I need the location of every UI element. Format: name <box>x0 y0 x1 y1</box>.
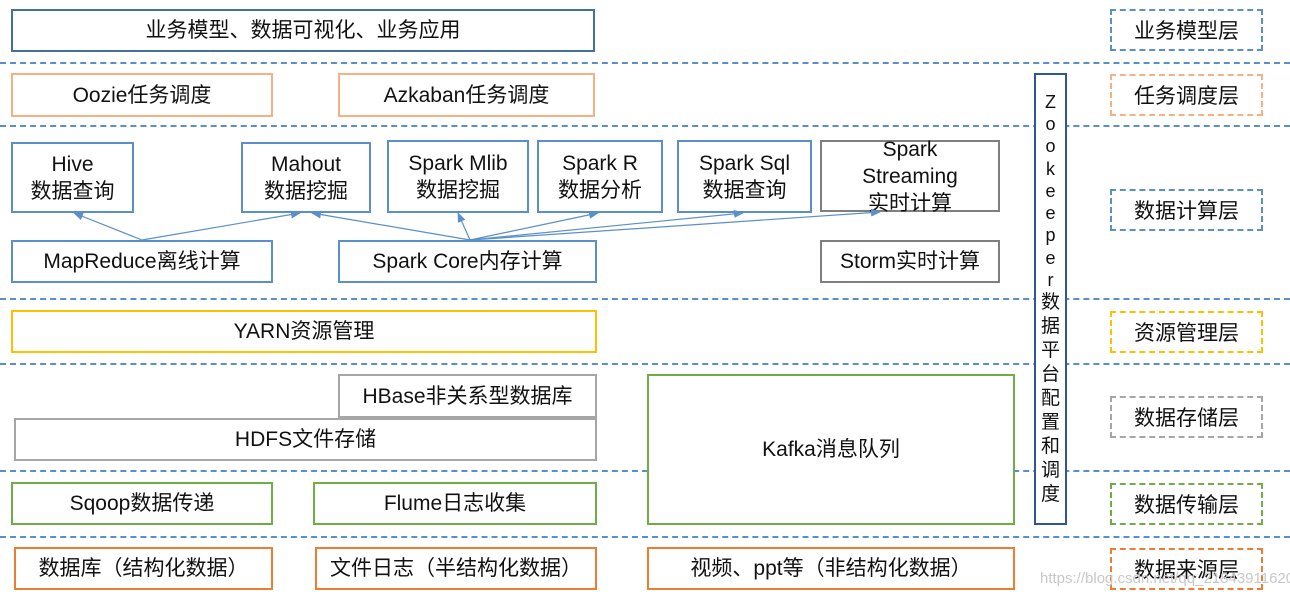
layer-separator <box>0 536 1290 538</box>
hbase-label: HBase非关系型数据库 <box>362 384 573 408</box>
spark-sql-role: 数据查询 <box>702 178 787 202</box>
layer-separator <box>0 470 1290 472</box>
layer-label-storage-text: 数据存储层 <box>1134 407 1239 430</box>
zookeeper-bar: Z o o k e e p e r 数 据 平 台 配 置 和 调 度 <box>1034 73 1067 525</box>
spark-r-box: Spark R 数据分析 <box>537 140 663 213</box>
zookeeper-letter: e <box>1045 203 1056 224</box>
kafka-box: Kafka消息队列 <box>647 374 1015 525</box>
layer-separator <box>0 62 1290 64</box>
arrow-sparkcore-streaming <box>469 208 881 241</box>
yarn-box: YARN资源管理 <box>11 310 597 353</box>
arrow-sparkcore-mahout <box>311 210 471 241</box>
arrow-mapreduce-mahout <box>141 210 301 241</box>
layer-separator <box>0 125 1290 127</box>
hbase-box: HBase非关系型数据库 <box>338 374 597 418</box>
business-application-box: 业务模型、数据可视化、业务应用 <box>11 9 595 52</box>
layer-separator <box>0 363 1290 365</box>
zookeeper-char: 台 <box>1040 364 1060 386</box>
spark-r-role: 数据分析 <box>558 178 642 202</box>
layer-label-compute: 数据计算层 <box>1110 189 1263 231</box>
storm-label: Storm实时计算 <box>839 250 980 273</box>
arrow-sparkcore-sparksql <box>469 209 744 241</box>
zookeeper-char: 平 <box>1040 340 1060 362</box>
spark-mlib-name: Spark Mlib <box>408 151 508 175</box>
spark-streaming-box: Spark Streaming 实时计算 <box>820 138 1000 215</box>
spark-streaming-name-1: Spark <box>882 137 938 161</box>
azkaban-label: Azkaban任务调度 <box>383 83 550 107</box>
flume-label: Flume日志收集 <box>383 492 527 515</box>
mahout-role: 数据挖掘 <box>264 179 348 203</box>
hdfs-box: HDFS文件存储 <box>14 418 597 461</box>
mapreduce-box: MapReduce离线计算 <box>11 240 273 283</box>
hive-role: 数据查询 <box>30 179 115 203</box>
spark-sql-name: Spark Sql <box>698 151 791 175</box>
zookeeper-letter: p <box>1045 225 1056 246</box>
zookeeper-char: 配 <box>1040 388 1060 410</box>
zookeeper-letter: e <box>1045 247 1056 268</box>
log-source-box: 文件日志（半结构化数据） <box>315 547 597 590</box>
layer-label-resource: 资源管理层 <box>1110 311 1263 353</box>
layer-label-source-text: 数据来源层 <box>1134 559 1239 582</box>
layer-label-source: 数据来源层 <box>1110 548 1263 590</box>
yarn-label: YARN资源管理 <box>233 320 375 343</box>
zookeeper-char: 数 <box>1040 292 1060 314</box>
hdfs-label: HDFS文件存储 <box>234 428 377 451</box>
database-source-label: 数据库（结构化数据） <box>38 557 249 580</box>
layer-label-compute-text: 数据计算层 <box>1134 200 1239 223</box>
zookeeper-letter: r <box>1047 270 1054 291</box>
spark-r-name: Spark R <box>562 151 638 175</box>
kafka-label: Kafka消息队列 <box>762 438 900 461</box>
layer-label-transport: 数据传输层 <box>1110 483 1263 525</box>
mahout-name: Mahout <box>270 152 342 176</box>
database-source-box: 数据库（结构化数据） <box>14 547 273 590</box>
sqoop-label: Sqoop数据传递 <box>69 492 215 515</box>
azkaban-box: Azkaban任务调度 <box>338 73 595 117</box>
arrow-mapreduce-hive <box>73 212 143 241</box>
oozie-label: Oozie任务调度 <box>72 83 212 107</box>
spark-mlib-box: Spark Mlib 数据挖掘 <box>387 140 529 213</box>
zookeeper-char: 据 <box>1040 316 1060 338</box>
spark-core-label: Spark Core内存计算 <box>372 250 563 273</box>
spark-sql-box: Spark Sql 数据查询 <box>677 140 812 213</box>
zookeeper-letter: o <box>1045 136 1056 157</box>
layer-label-resource-text: 资源管理层 <box>1134 322 1239 345</box>
zookeeper-letter: o <box>1045 113 1056 134</box>
flume-box: Flume日志收集 <box>313 482 597 525</box>
arrow-sparkcore-mlib <box>457 212 471 241</box>
mapreduce-label: MapReduce离线计算 <box>43 250 241 273</box>
sqoop-box: Sqoop数据传递 <box>11 482 273 525</box>
oozie-box: Oozie任务调度 <box>11 73 273 117</box>
layer-label-business: 业务模型层 <box>1110 9 1263 51</box>
spark-core-box: Spark Core内存计算 <box>338 240 597 283</box>
layer-label-business-text: 业务模型层 <box>1134 20 1239 43</box>
spark-streaming-name-2: Streaming <box>862 164 958 188</box>
zookeeper-letter: Z <box>1045 91 1056 112</box>
zookeeper-letter: k <box>1046 158 1055 179</box>
business-application-label: 业务模型、数据可视化、业务应用 <box>145 19 461 42</box>
zookeeper-char: 调 <box>1040 460 1060 482</box>
log-source-label: 文件日志（半结构化数据） <box>330 557 582 580</box>
media-source-label: 视频、ppt等（非结构化数据） <box>690 557 972 580</box>
zookeeper-char: 和 <box>1040 436 1060 458</box>
zookeeper-char: 置 <box>1040 412 1060 434</box>
spark-mlib-role: 数据挖掘 <box>416 178 500 202</box>
layer-label-transport-text: 数据传输层 <box>1134 494 1239 517</box>
layer-label-scheduling-text: 任务调度层 <box>1134 85 1239 108</box>
layer-label-scheduling: 任务调度层 <box>1110 74 1263 116</box>
media-source-box: 视频、ppt等（非结构化数据） <box>647 547 1015 590</box>
watermark: https://blog.csdn.net/qq_21843911620 <box>1040 570 1290 587</box>
layer-separator <box>0 298 1290 300</box>
hive-box: Hive 数据查询 <box>11 142 134 213</box>
spark-streaming-role: 实时计算 <box>868 191 952 215</box>
arrow-sparkcore-sparkr <box>469 210 599 241</box>
storm-box: Storm实时计算 <box>820 240 1000 283</box>
zookeeper-char: 度 <box>1040 484 1060 506</box>
hive-name: Hive <box>51 152 94 176</box>
layer-label-storage: 数据存储层 <box>1110 396 1263 438</box>
zookeeper-letter: e <box>1045 180 1056 201</box>
mahout-box: Mahout 数据挖掘 <box>241 142 371 213</box>
